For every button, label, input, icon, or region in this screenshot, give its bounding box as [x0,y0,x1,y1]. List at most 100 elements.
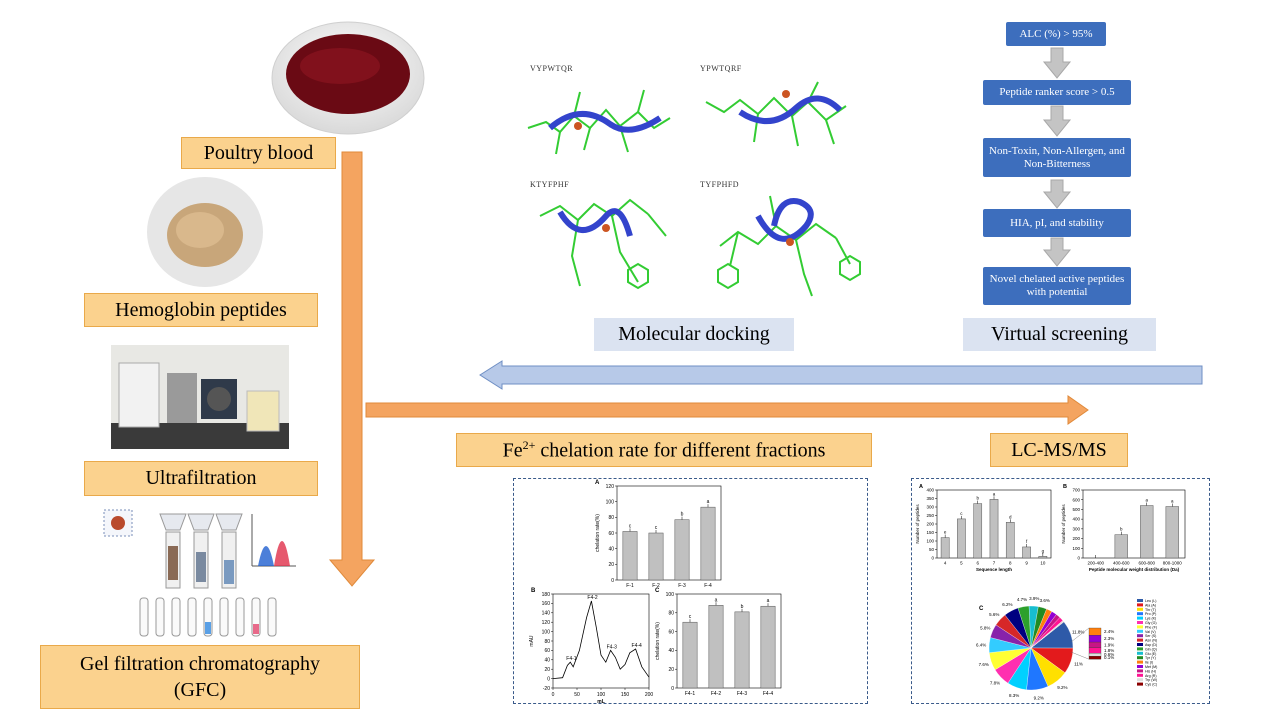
chart-lc-c-slice-label: 11% [1074,662,1083,667]
chart-lc-c-legend-swatch [1137,673,1143,677]
chart-lc-b-sig-letter: a [1145,498,1148,503]
chart-b-ylabel: mAU [529,635,535,647]
chart-lc-c-stack-segment [1088,627,1102,636]
chart-lc-c-slice-label: 6.2% [1002,602,1012,607]
chart-lc-c-legend-swatch [1137,651,1143,655]
chart-lc-c-connector [1070,651,1090,660]
chart-lc-c-legend-swatch [1137,682,1143,686]
chart-lc-c-legend-label: Cys (C) [1145,683,1157,687]
chart-a-sig-letter: b [681,512,684,518]
chart-c-sig-letter: a [715,597,718,603]
chart-lc-a-sig-letter: g [1042,548,1045,553]
chart-c-sig-letter: b [741,604,744,610]
chart-a-ytick-label: 0 [611,578,614,584]
chart-lc-c-legend-swatch [1137,612,1143,616]
chart-lc-a-ytick-label: 400 [926,488,934,493]
chart-b-xtick-label: 150 [621,692,630,698]
chart-c-ytick-label: 100 [666,592,675,598]
chart-a-xtick-label: F-2 [652,583,660,589]
peptide-label-1: VYPWTQR [530,64,574,73]
poultry-blood-text: Poultry blood [203,141,314,164]
chart-c-bar [708,605,724,689]
chart-lc-b-bar [1114,534,1128,559]
chart-lc-b-ytick-label: 400 [1072,517,1080,522]
chart-c-panel-letter: C [655,588,660,594]
chart-b-xtick-label: 50 [574,692,580,698]
chart-lc-c-legend-label: Arg (R) [1145,674,1157,678]
chart-lc-c-slice-label: 9.2% [1034,695,1044,700]
chart-lc-b-ytick-label: 600 [1072,497,1080,502]
chart-lc-c-legend-label: Glu (E) [1145,652,1156,656]
chart-a-panel-letter: A [595,480,600,486]
chart-b-ytick-label: 180 [542,592,551,598]
chart-lc-c-legend-label: Asn (N) [1145,639,1157,643]
chart-a-ylabel: chelation rate(%) [595,514,601,552]
chart-b-peak-label: F4-4 [632,643,643,649]
chart-lc-a-bar [957,518,966,559]
right-arrow [365,395,1089,425]
chart-lc-a-xtick-label: 4 [944,561,947,566]
down-arrow [328,151,376,587]
chart-lc-b-xlabel: Peptide molecular weight distribution (D… [1089,567,1180,572]
chart-lc-b-ytick-label: 200 [1072,536,1080,541]
chart-lc-c-slice-label: 7.6% [979,662,989,667]
ultrafiltration-label: Ultrafiltration [84,461,318,496]
screen-step-3: Non-Toxin, Non-Allergen, and Non-Bittern… [983,138,1131,177]
molecular-docking-text: Molecular docking [618,323,770,345]
chart-lc-a-sig-letter: a [993,491,996,496]
chart-lc-c-legend-label: Gln (Q) [1145,647,1157,651]
chart-a-bar [674,519,690,581]
chelation-sup: 2+ [522,437,536,452]
chart-lc-c-legend-label: His (H) [1145,669,1156,673]
chart-lc-a-ytick-label: 250 [926,513,934,518]
chart-b-peak-label: F4-1 [566,656,577,662]
molecular-docking-label: Molecular docking [594,318,794,351]
gfc-text-line2: (GFC) [173,679,227,701]
chart-c-xtick-label: F4-2 [711,691,722,697]
chart-a-ytick-label: 100 [606,499,615,505]
chart-b-ytick-label: 140 [542,611,551,617]
chart-lc-c-legend-swatch [1137,669,1143,673]
chart-lc-c-slice-label: 4.7% [1017,597,1027,602]
ultrafiltration-photo [111,345,289,449]
chart-c-sig-letter: c [689,614,692,620]
chart-lc-b-panel-letter: B [1063,484,1067,490]
chart-b-xlabel: mL [597,699,605,704]
chart-lc-a-xtick-label: 9 [1025,561,1028,566]
chart-b-ytick-label: 80 [544,639,550,645]
chart-lc-c-legend-label: Pro (P) [1145,612,1156,616]
chart-lc-c-legend-label: Ile (I) [1145,661,1153,665]
chart-lc-c-slice-label: 2.3% [1104,636,1114,641]
chart-lc-a-sig-letter: e [944,530,947,535]
docking-structure-1 [527,89,671,155]
chart-c-xtick-label: F4-4 [763,691,774,697]
chart-b-xtick-label: 0 [552,692,555,698]
ultrafiltration-text: Ultrafiltration [145,467,257,489]
chart-c-bar [734,611,750,689]
chart-c-ytick-label: 20 [668,667,674,673]
chart-lc-b-xtick-label: 200-400 [1087,561,1104,566]
chart-lc-c-legend-swatch [1137,616,1143,620]
chart-lc-c-stack-segment [1088,656,1102,660]
chart-b-frame [552,593,650,689]
screen-step-1: ALC (%) > 95% [1006,22,1106,46]
chart-lc-c-legend-label: Val (V) [1145,630,1156,634]
hemoglobin-peptides-text: Hemoglobin peptides [115,298,287,321]
chart-lc-c-legend-swatch [1137,607,1143,611]
chart-a-sig-letter: c [629,523,632,529]
chart-lc-c-slice-label: 3.6% [1040,598,1050,603]
docking-structure-2 [705,81,847,147]
chart-lc-b-sig-letter: b [1120,527,1123,532]
chart-lc-a-panel-letter: A [919,484,923,490]
chart-lc-a-bar [973,503,983,559]
chart-b-ytick-label: 40 [544,658,550,664]
poultry-blood-label: Poultry blood [181,137,336,169]
screen-step-2-text: Peptide ranker score > 0.5 [999,86,1115,98]
chart-b-xtick-label: 100 [597,692,606,698]
chart-b-ytick-label: -20 [543,686,550,692]
chart-c-ytick-label: 80 [668,611,674,617]
chart-b-ytick-label: 0 [547,676,550,682]
gfc-schematic [100,506,300,644]
chart-lc-c-slice-label: 5.8% [980,626,990,631]
chart-lc-b-xtick-label: 400-600 [1113,561,1130,566]
